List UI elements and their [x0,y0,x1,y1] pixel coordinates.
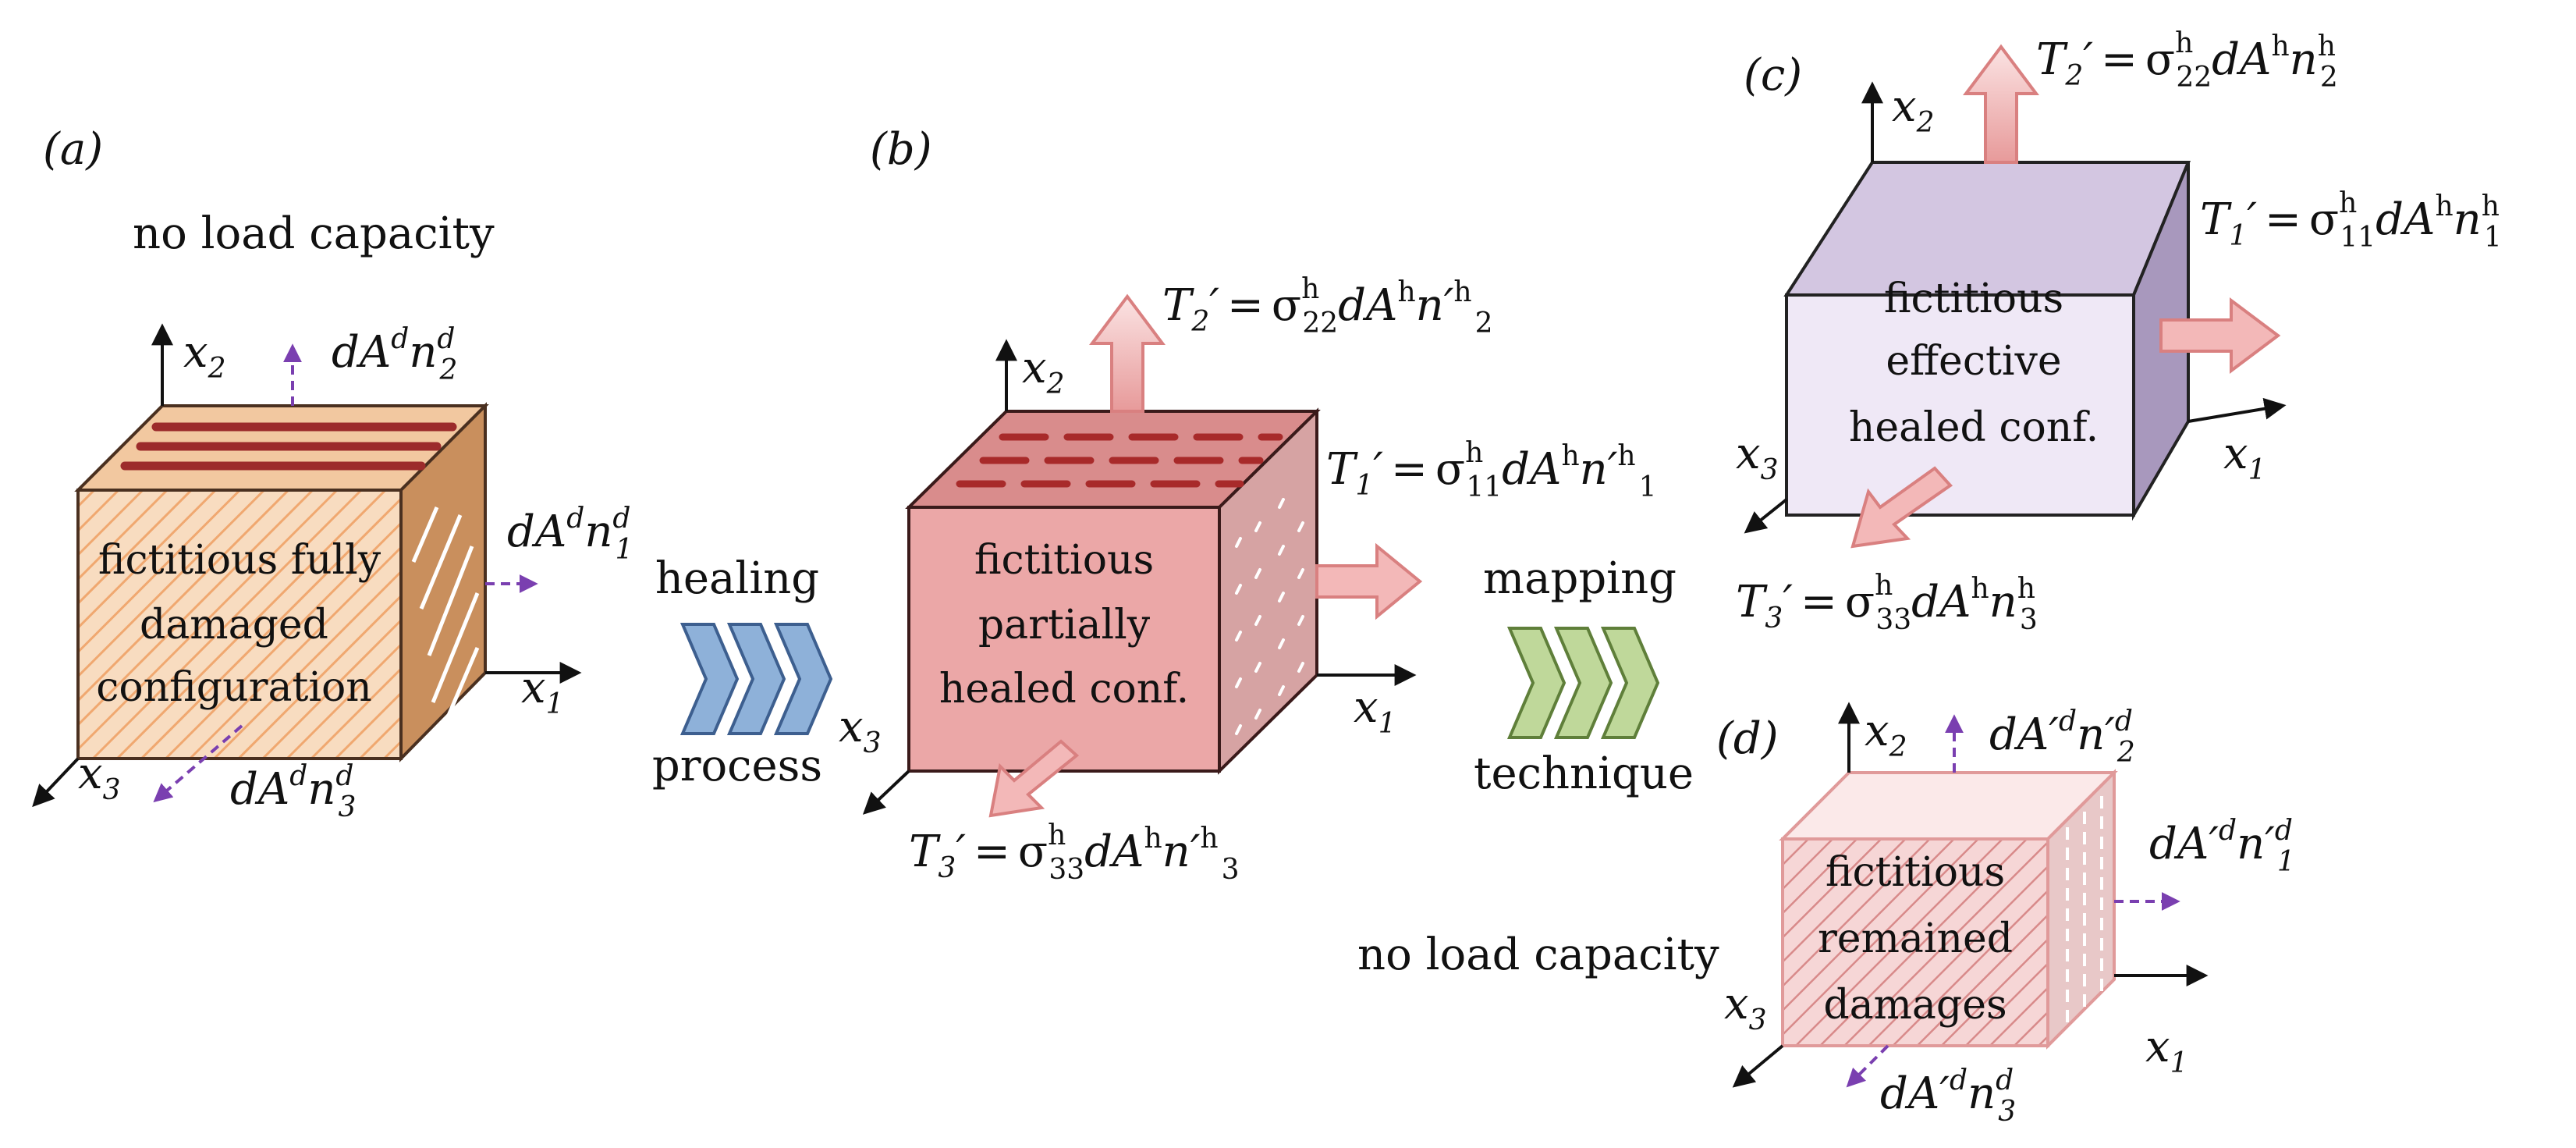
label-c-x3: x3 [1736,428,1779,486]
cube-b-top-dashes [956,433,1283,488]
label-c-x2: x2 [1892,81,1935,139]
cube-c-front [1785,293,2135,517]
cube-a-top-stripes [120,422,457,471]
label-d-x3: x3 [1724,979,1767,1036]
traction-b-top [1089,293,1166,413]
cube-c-line-2: effective [1886,338,2061,385]
label-b-x1: x1 [1354,682,1396,740]
axis-b-x3 [862,769,910,815]
healing-bottom-label: process [652,741,822,791]
label-b-x2: x2 [1022,343,1065,400]
cube-d-front [1781,837,2049,1047]
mapping-chevrons [1506,627,1660,739]
process-mapping: mapping technique [1474,553,1694,799]
mapping-bottom-label: technique [1474,748,1694,799]
cube-a-line-1: fictitious fully [98,537,381,584]
traction-c-front [1850,466,1953,549]
process-healing: healing process [652,553,833,791]
cube-a-line-3: configuration [96,664,372,711]
axis-c-x3 [1744,498,1788,534]
traction-c-top [1963,44,2039,164]
cube-a-line-2: damaged [140,602,328,649]
label-a-x3: x3 [78,748,121,806]
panel-c-tag: (c) [1744,50,1802,101]
traction-b-front [988,739,1080,818]
axis-c-x1 [2187,397,2287,423]
cube-c-line-1: fictitious [1884,275,2063,322]
label-d-x1: x1 [2145,1022,2188,1079]
panel-c: (c) fictitious effective healed conf. x2… [1736,27,2502,636]
panel-b: (b) fictitious partially healed conf. x2… [839,124,1657,886]
cube-d-side-dashes [2066,796,2103,1030]
normal-d-front [1846,1044,1889,1088]
cube-a-side-hatch [411,506,480,734]
panel-a-caption: no load capacity [133,208,495,259]
mapping-top-label: mapping [1483,553,1677,604]
panel-d: (d) no load capacity fictitious remained… [1357,702,2295,1128]
cube-d-line-1: fictitious [1826,849,2005,896]
label-b-x3: x3 [839,702,882,759]
cube-b-line-3: healed conf. [939,666,1189,713]
label-a-x1: x1 [521,663,564,720]
normal-a-front [153,724,243,803]
cube-b-line-2: partially [978,602,1151,649]
traction-c-right [2159,297,2281,374]
axis-a-x3 [32,757,80,808]
cube-d-line-2: remained [1818,915,2013,962]
label-d-x2: x2 [1865,706,1907,763]
label-a-x2: x2 [183,327,226,385]
traction-b-right [1315,542,1423,620]
axis-d-x3 [1732,1044,1784,1088]
cube-a-front [76,489,403,760]
panel-a: (a) no load capacity fictitious fully da… [32,124,633,823]
cube-b-line-1: fictitious [974,537,1154,584]
healing-chevrons [679,623,833,735]
panel-d-tag: (d) [1716,713,1779,764]
cube-b-side-specks [1235,498,1304,735]
cube-c-line-3: healed conf. [1849,404,2099,451]
label-c-x1: x1 [2223,428,2266,486]
healing-top-label: healing [655,553,819,604]
panel-b-tag: (b) [870,124,932,175]
panel-a-tag: (a) [43,124,103,175]
cube-b-front [907,506,1221,773]
panel-d-caption: no load capacity [1357,929,1719,980]
cube-d-line-3: damages [1823,982,2007,1029]
